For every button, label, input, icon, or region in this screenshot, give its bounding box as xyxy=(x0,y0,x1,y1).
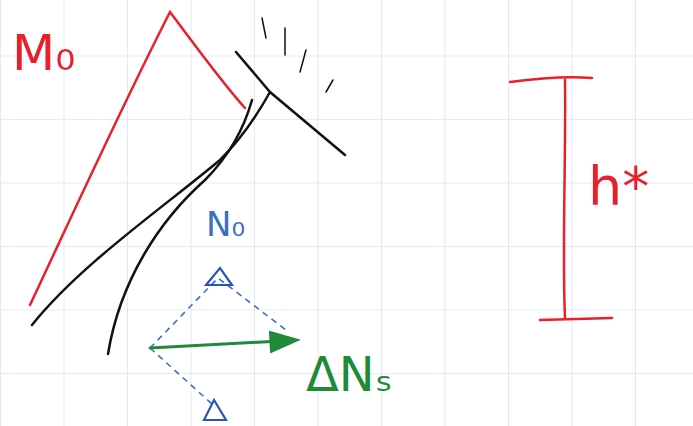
moment-label: M₀ xyxy=(12,28,75,78)
force-label: N₀ xyxy=(206,207,245,241)
force-arrow xyxy=(150,341,280,348)
beam-edge xyxy=(108,100,252,354)
fixed-support xyxy=(236,52,345,155)
support-hatch xyxy=(262,18,333,92)
force-arrow-head xyxy=(270,332,298,352)
beam-edge xyxy=(32,92,270,325)
force-components xyxy=(150,278,286,404)
force-label: ΔNₛ xyxy=(306,350,393,398)
dimension-label: h* xyxy=(588,160,649,214)
